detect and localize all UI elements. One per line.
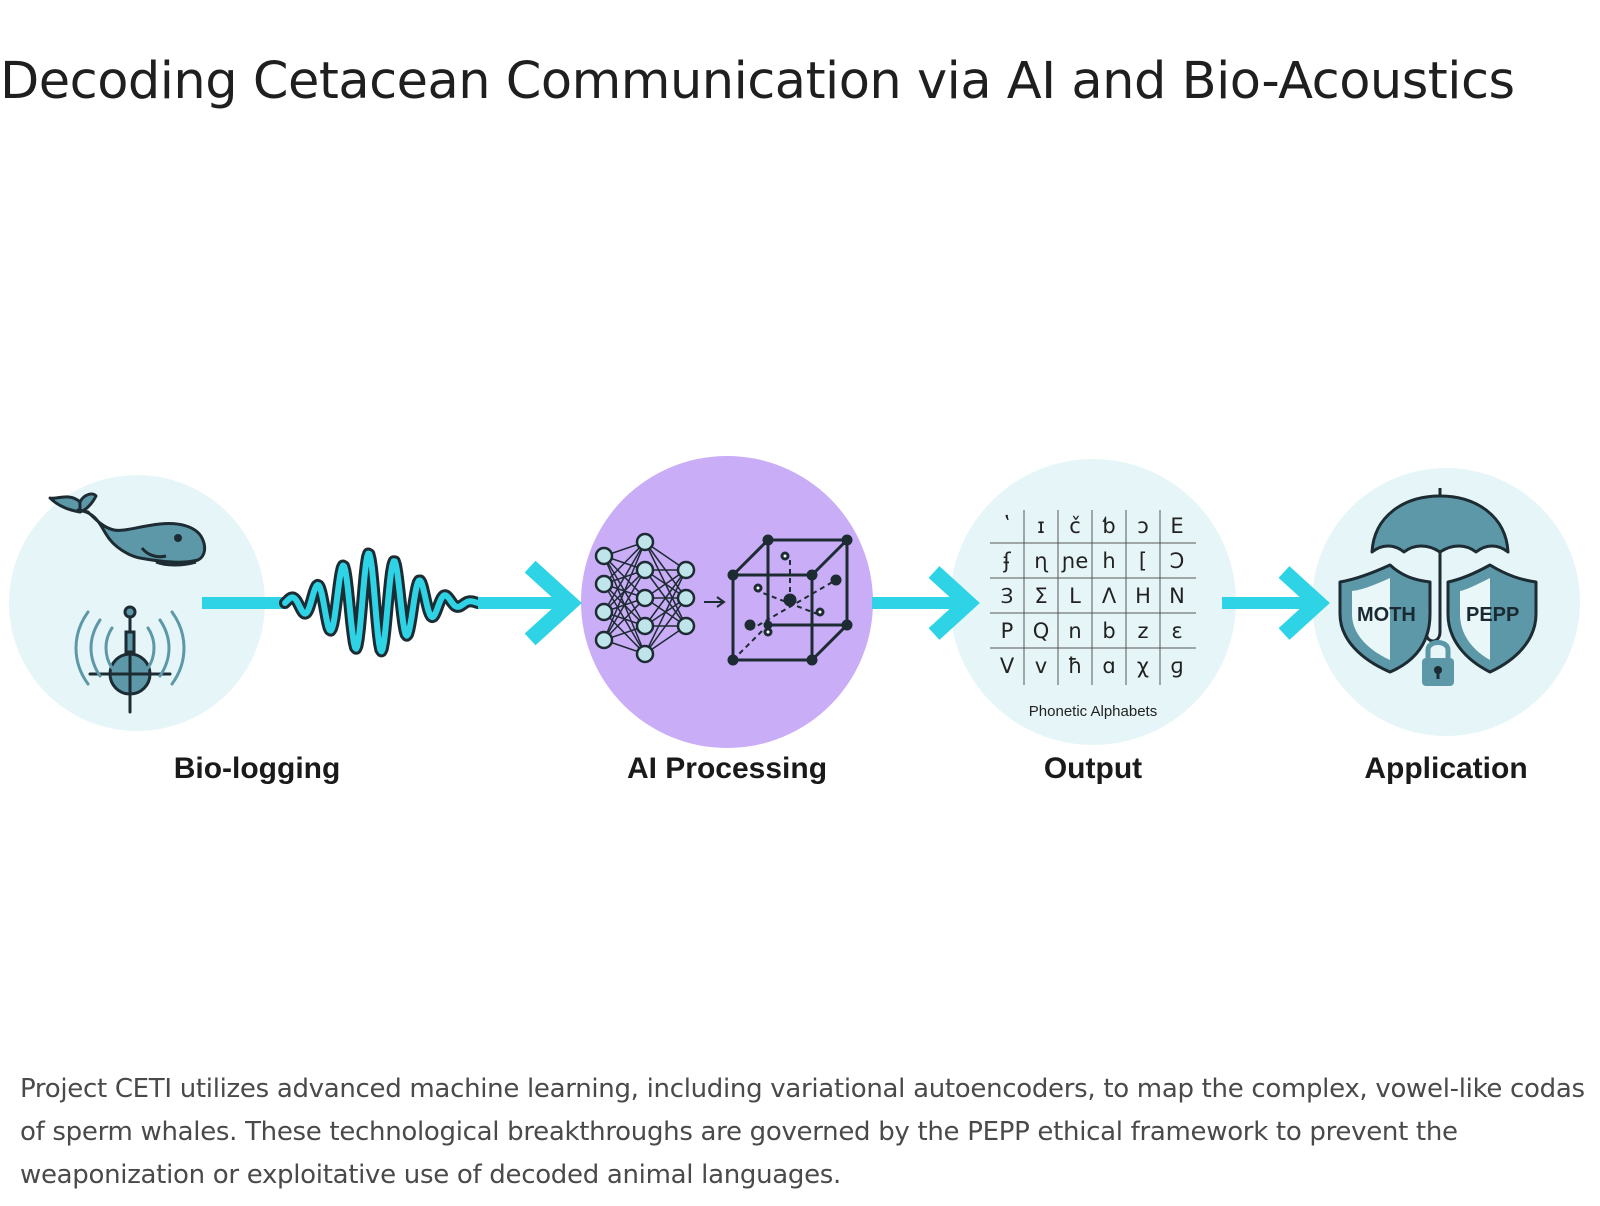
- stage-label-bio-logging: Bio-logging: [173, 752, 341, 785]
- phonetic-grid-lines: [990, 510, 1196, 685]
- nn-node: [635, 588, 655, 608]
- phonetic-cell: ɛ: [1171, 619, 1183, 643]
- phonetic-cell: P: [1000, 619, 1014, 643]
- phonetic-cell: Q: [1032, 619, 1050, 643]
- nn-node: [676, 560, 696, 580]
- nn-node: [635, 616, 655, 636]
- phonetic-cell: ɪ: [1037, 514, 1045, 538]
- phonetic-cell: Ɜ: [1000, 584, 1014, 608]
- waveform-arrow: [202, 547, 582, 658]
- nn-node: [594, 602, 614, 622]
- phonetic-cell: ɡ: [1170, 654, 1184, 678]
- phonetic-cell: ƅ: [1102, 514, 1116, 538]
- latent-space-cube-icon: [727, 534, 853, 666]
- phonetic-cell: h: [1102, 549, 1116, 573]
- phonetic-cell: Λ: [1101, 584, 1117, 608]
- phonetic-cell: ɲe: [1061, 549, 1089, 573]
- nn-node: [594, 630, 614, 650]
- sound-waveform-inner: [282, 550, 481, 655]
- phonetic-cell: ʄ: [1003, 549, 1011, 573]
- neural-network-icon: [594, 532, 696, 664]
- phonetic-cell: z: [1137, 619, 1149, 643]
- nn-node: [676, 588, 696, 608]
- stage-label-ai-processing: AI Processing: [626, 752, 828, 785]
- phonetic-alphabets-caption: Phonetic Alphabets: [1028, 703, 1158, 720]
- phonetic-cell: n: [1068, 619, 1082, 643]
- nn-node: [635, 560, 655, 580]
- nn-node: [635, 532, 655, 552]
- phonetic-cell: ɑ: [1102, 654, 1116, 678]
- phonetic-cell: ɔ: [1137, 514, 1149, 538]
- phonetic-cell: H: [1135, 584, 1151, 608]
- moth-shield-label: MOTH: [1357, 604, 1416, 626]
- phonetic-cell: [: [1138, 549, 1148, 573]
- phonetic-cell: L: [1069, 584, 1081, 608]
- nn-connection: [603, 569, 646, 641]
- phonetic-cell: E: [1170, 514, 1184, 538]
- output-circle: [950, 459, 1236, 745]
- phonetic-cell: č: [1069, 514, 1081, 538]
- nn-connection: [603, 541, 646, 585]
- phonetic-cell: ʽ: [1003, 514, 1011, 538]
- phonetic-cell: ɳ: [1034, 549, 1048, 573]
- pepp-shield-icon: [1446, 563, 1538, 674]
- phonetic-cell: v: [1034, 654, 1048, 678]
- nn-to-cube-arrowhead: [716, 596, 726, 608]
- description-paragraph: Project CETI utilizes advanced machine l…: [20, 1074, 1585, 1190]
- nn-connection: [603, 597, 646, 641]
- pipeline-diagram: [9, 456, 1580, 748]
- phonetic-cell: V: [999, 654, 1015, 678]
- phonetic-cell: N: [1169, 584, 1185, 608]
- stage-label-application: Application: [1364, 752, 1528, 785]
- nn-connection: [603, 541, 646, 613]
- sperm-whale-icon: [48, 492, 207, 567]
- pepp-shield-label: PEPP: [1466, 604, 1520, 626]
- arrow-output-to-application: [1222, 566, 1330, 640]
- ai-processing-circle: [581, 456, 873, 748]
- nn-connection: [644, 569, 687, 655]
- nn-connection: [603, 541, 646, 641]
- page-title: Decoding Cetacean Communication via AI a…: [0, 52, 1515, 111]
- phonetic-cell: χ: [1136, 654, 1150, 678]
- phonetic-cell: ħ: [1067, 654, 1083, 678]
- arrow-ai-to-output: [872, 566, 980, 640]
- phonetic-cell: Σ: [1034, 584, 1048, 608]
- stage-label-output: Output: [1043, 752, 1143, 785]
- nn-node: [635, 644, 655, 664]
- nn-connection: [644, 569, 687, 627]
- nn-node: [594, 574, 614, 594]
- phonetic-cell: b: [1102, 619, 1116, 643]
- phonetic-cell: Ɔ: [1169, 549, 1185, 573]
- nn-node: [676, 616, 696, 636]
- hydrophone-sensor-icon: [74, 605, 186, 714]
- nn-connection: [644, 597, 687, 655]
- padlock-icon: [1422, 640, 1454, 686]
- moth-shield-icon: [1338, 563, 1432, 674]
- nn-node: [594, 546, 614, 566]
